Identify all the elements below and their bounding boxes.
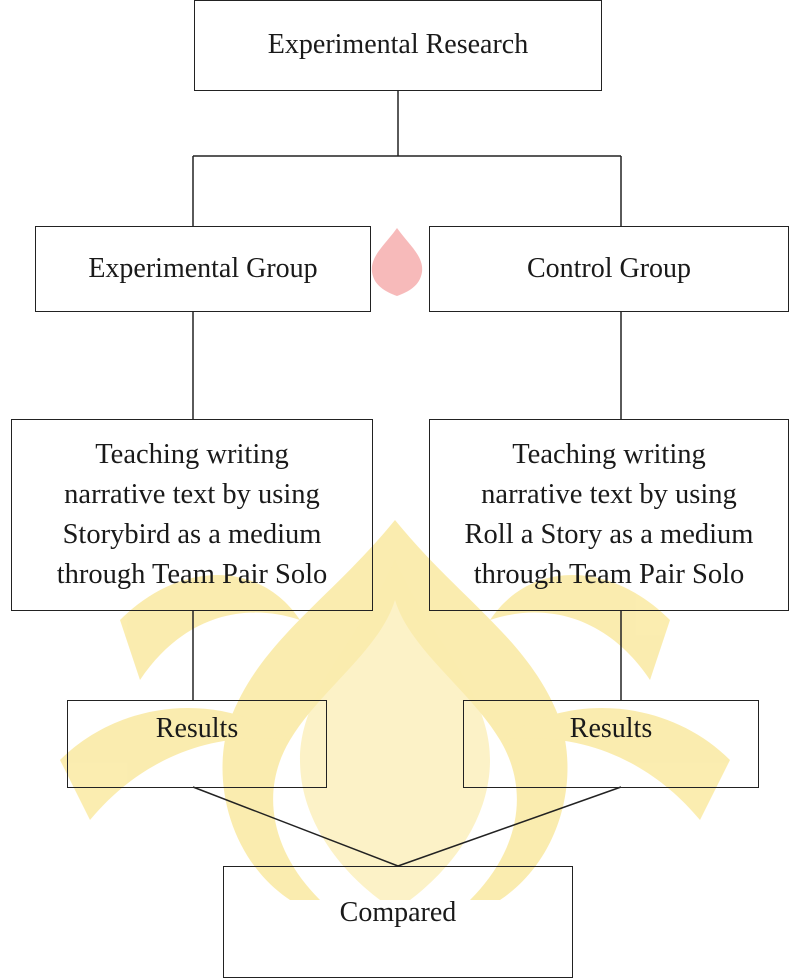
experimental-treatment-line-3: Storybird as a medium (62, 519, 322, 550)
control-results-box: Results (463, 700, 759, 788)
experimental-group-label: Experimental Group (88, 252, 318, 284)
experimental-treatment-line-4: through Team Pair Solo (56, 559, 328, 590)
control-treatment-line-2: narrative text by using (481, 479, 737, 510)
control-group-label: Control Group (526, 252, 692, 284)
experimental-treatment-line-2: narrative text by using (64, 479, 320, 510)
control-treatment-line-4: through Team Pair Solo (473, 559, 745, 590)
control-treatment-box: Teaching writing narrative text by using… (429, 419, 789, 611)
control-results-label: Results (569, 712, 653, 744)
experimental-results-box: Results (67, 700, 327, 788)
control-group-box: Control Group (429, 226, 789, 312)
compared-box: Compared (223, 866, 573, 978)
experimental-treatment-box: Teaching writing narrative text by using… (11, 419, 373, 611)
control-treatment-line-1: Teaching writing (512, 439, 706, 470)
experimental-group-box: Experimental Group (35, 226, 371, 312)
experimental-research-label: Experimental Research (267, 29, 529, 61)
experimental-treatment-line-1: Teaching writing (95, 439, 289, 470)
experimental-research-box: Experimental Research (194, 0, 602, 91)
control-treatment-line-3: Roll a Story as a medium (464, 519, 754, 550)
experimental-results-label: Results (155, 712, 239, 744)
compared-label: Compared (339, 896, 457, 928)
